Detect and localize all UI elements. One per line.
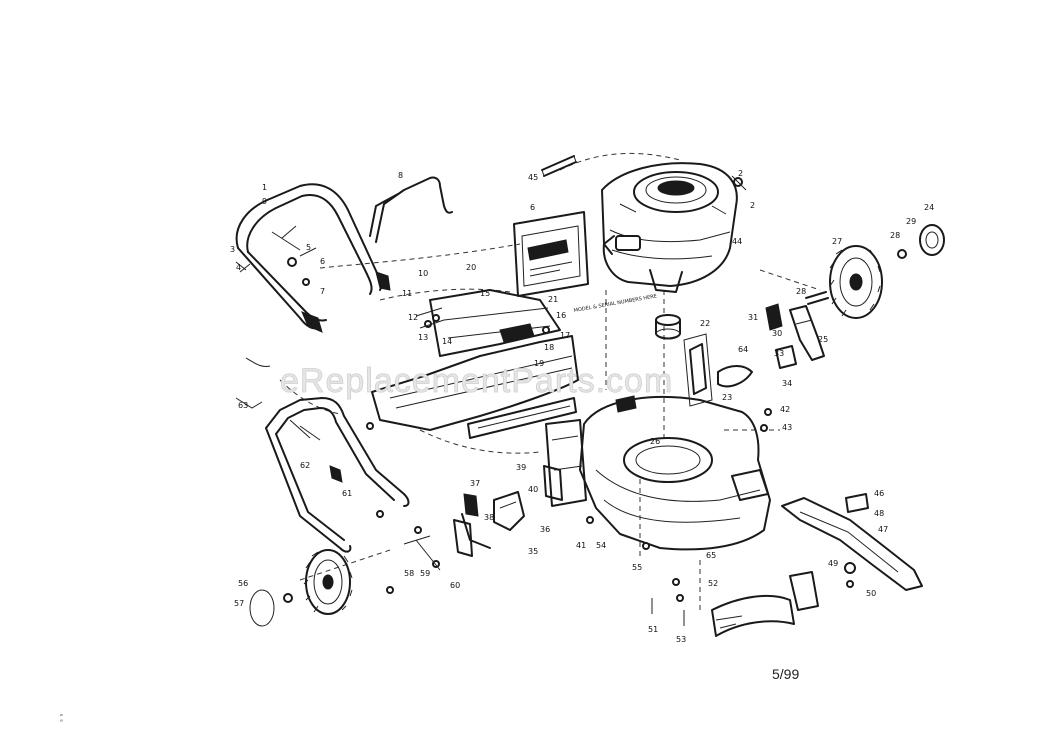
callout-23: 23 xyxy=(722,393,732,402)
callout-52: 52 xyxy=(708,579,718,588)
callout-2: 2 xyxy=(738,169,743,178)
rear-baffle xyxy=(371,289,579,439)
callout-6: 6 xyxy=(530,203,535,212)
callout-55: 55 xyxy=(632,563,642,572)
callout-59: 59 xyxy=(420,569,430,578)
height-adjuster-front xyxy=(765,291,829,369)
height-adjuster-rear xyxy=(453,491,525,557)
callout-31: 31 xyxy=(748,313,758,322)
callout-34: 34 xyxy=(782,379,792,388)
callout-58: 58 xyxy=(404,569,414,578)
callout-5: 5 xyxy=(306,243,311,252)
callout-49: 49 xyxy=(828,559,838,568)
drive-pulley xyxy=(655,314,681,340)
callout-64: 64 xyxy=(738,345,748,354)
callout-17: 17 xyxy=(560,331,570,340)
callout-36: 36 xyxy=(540,525,550,534)
callout-12: 12 xyxy=(408,313,418,322)
callout-53: 53 xyxy=(676,635,686,644)
mower-deck xyxy=(543,333,771,551)
callout-10: 10 xyxy=(418,269,428,278)
callout-21: 21 xyxy=(548,295,558,304)
callout-8: 8 xyxy=(398,171,403,180)
lower-handle xyxy=(235,357,410,553)
callout-33: 33 xyxy=(774,349,784,358)
callout-39: 39 xyxy=(516,463,526,472)
callout-16: 16 xyxy=(556,311,566,320)
callout-19: 19 xyxy=(534,359,544,368)
callout-14: 14 xyxy=(442,337,452,346)
mower-blade xyxy=(781,493,923,591)
callout-63: 63 xyxy=(238,401,248,410)
serial-plate-panel xyxy=(513,211,589,297)
callout-60: 60 xyxy=(450,581,460,590)
callout-44: 44 xyxy=(732,237,742,246)
callout-1: 1 xyxy=(262,183,267,192)
callout-3: 3 xyxy=(230,245,235,254)
callout-65: 65 xyxy=(706,551,716,560)
control-bail xyxy=(369,176,453,243)
callout-25: 25 xyxy=(818,335,828,344)
callout-6: 6 xyxy=(320,257,325,266)
callout-18: 18 xyxy=(544,343,554,352)
corner-mark: ˢ ˢ xyxy=(58,713,67,722)
callout-4: 4 xyxy=(236,263,241,272)
front-wheel xyxy=(829,224,945,319)
callout-51: 51 xyxy=(648,625,658,634)
callout-9: 9 xyxy=(262,197,267,206)
callout-13: 13 xyxy=(418,333,428,342)
callout-45: 45 xyxy=(528,173,538,182)
callout-42: 42 xyxy=(780,405,790,414)
callout-37: 37 xyxy=(470,479,480,488)
callout-27: 27 xyxy=(832,237,842,246)
callout-11: 11 xyxy=(402,289,412,298)
callout-43: 43 xyxy=(782,423,792,432)
callout-47: 47 xyxy=(878,525,888,534)
engine xyxy=(541,155,747,293)
phantom-lines xyxy=(279,152,821,610)
callout-28: 28 xyxy=(890,231,900,240)
callout-26: 26 xyxy=(650,437,660,446)
fasteners xyxy=(366,307,772,626)
callout-30: 30 xyxy=(772,329,782,338)
callout-38: 38 xyxy=(484,513,494,522)
callout-48: 48 xyxy=(874,509,884,518)
callout-40: 40 xyxy=(528,485,538,494)
serial-plate-label: MODEL & SERIAL NUMBERS HERE xyxy=(573,293,657,314)
callout-62: 62 xyxy=(300,461,310,470)
callout-46: 46 xyxy=(874,489,884,498)
deflector-shields xyxy=(711,571,819,637)
callout-50: 50 xyxy=(866,589,876,598)
date-code: 5/99 xyxy=(772,666,800,682)
callout-57: 57 xyxy=(234,599,244,608)
callout-41: 41 xyxy=(576,541,586,550)
callout-35: 35 xyxy=(528,547,538,556)
callout-7: 7 xyxy=(320,287,325,296)
callout-24: 24 xyxy=(924,203,934,212)
upper-handle xyxy=(235,183,391,333)
callout-20: 20 xyxy=(466,263,476,272)
watermark: eReplacementParts.com xyxy=(280,362,673,400)
callout-54: 54 xyxy=(596,541,606,550)
rear-wheel xyxy=(249,549,353,627)
callout-15: 15 xyxy=(480,289,490,298)
callout-61: 61 xyxy=(342,489,352,498)
callout-2: 2 xyxy=(750,201,755,210)
callout-29: 29 xyxy=(906,217,916,226)
callout-28: 28 xyxy=(796,287,806,296)
callout-56: 56 xyxy=(238,579,248,588)
callout-22: 22 xyxy=(700,319,710,328)
